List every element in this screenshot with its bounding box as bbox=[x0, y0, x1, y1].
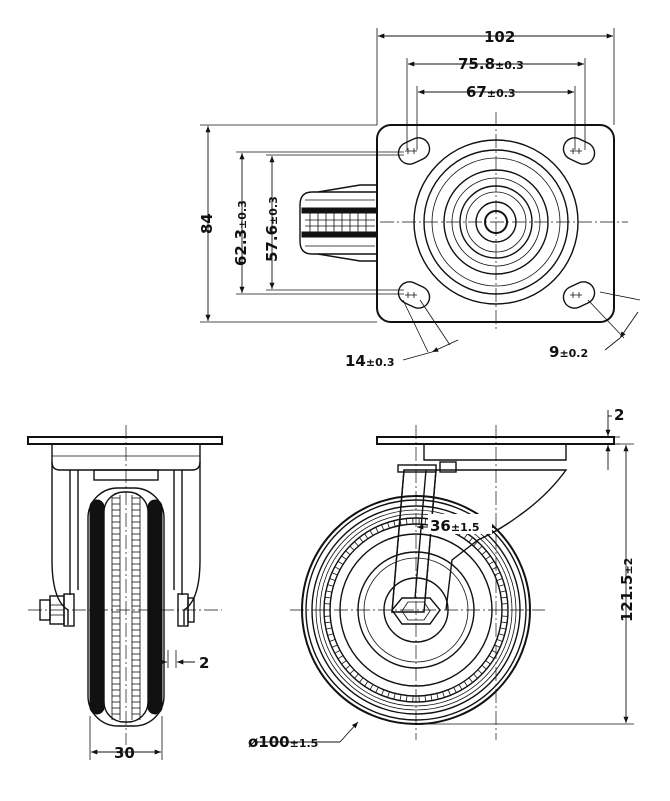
dim-wheel-width: 30 bbox=[89, 716, 163, 762]
front-view: 30 2 bbox=[27, 425, 223, 762]
dim-diameter: ø100±1.5 bbox=[248, 721, 359, 751]
svg-text:121.5±2: 121.5±2 bbox=[618, 558, 636, 622]
dim-bolt-v-inner: 57.6±0.3 bbox=[263, 154, 404, 291]
svg-text:14±0.3: 14±0.3 bbox=[345, 352, 395, 370]
side-view: 2 121.5±2 36±1.5 ø100±1.5 bbox=[248, 406, 636, 751]
dim-bolt-outer: 75.8±0.3 bbox=[406, 55, 586, 150]
dim-total-height: 121.5±2 bbox=[420, 443, 636, 725]
dim-hole-size: 9±0.2 bbox=[549, 291, 641, 361]
wheel-top bbox=[299, 184, 378, 262]
dim-offset: 36±1.5 bbox=[417, 514, 495, 535]
svg-text:75.8±0.3: 75.8±0.3 bbox=[458, 55, 524, 73]
dim-height: 84 bbox=[198, 124, 377, 323]
svg-text:30: 30 bbox=[114, 744, 135, 762]
svg-text:62.3±0.3: 62.3±0.3 bbox=[232, 200, 250, 266]
svg-text:ø100±1.5: ø100±1.5 bbox=[248, 733, 318, 751]
svg-text:102: 102 bbox=[484, 28, 515, 46]
svg-text:36±1.5: 36±1.5 bbox=[430, 517, 480, 535]
bolt-slots bbox=[397, 137, 596, 309]
side-mounting-plate bbox=[376, 436, 615, 445]
front-mounting-plate bbox=[27, 436, 223, 445]
svg-text:84: 84 bbox=[198, 213, 216, 234]
svg-text:9±0.2: 9±0.2 bbox=[549, 343, 588, 361]
svg-text:2: 2 bbox=[614, 406, 624, 424]
svg-text:57.6±0.3: 57.6±0.3 bbox=[263, 196, 281, 262]
dim-bolt-inner: 67±0.3 bbox=[416, 83, 576, 150]
dim-slot-width: 14±0.3 bbox=[345, 299, 459, 370]
dim-fork-gap: 2 bbox=[148, 650, 209, 672]
top-view: 102 75.8±0.3 67±0.3 84 62.3± bbox=[198, 28, 641, 370]
svg-text:67±0.3: 67±0.3 bbox=[466, 83, 516, 101]
tread-pattern bbox=[112, 497, 140, 715]
dim-width: 102 bbox=[376, 28, 615, 125]
dim-bolt-v-outer: 62.3±0.3 bbox=[232, 151, 404, 295]
svg-text:2: 2 bbox=[199, 654, 209, 672]
